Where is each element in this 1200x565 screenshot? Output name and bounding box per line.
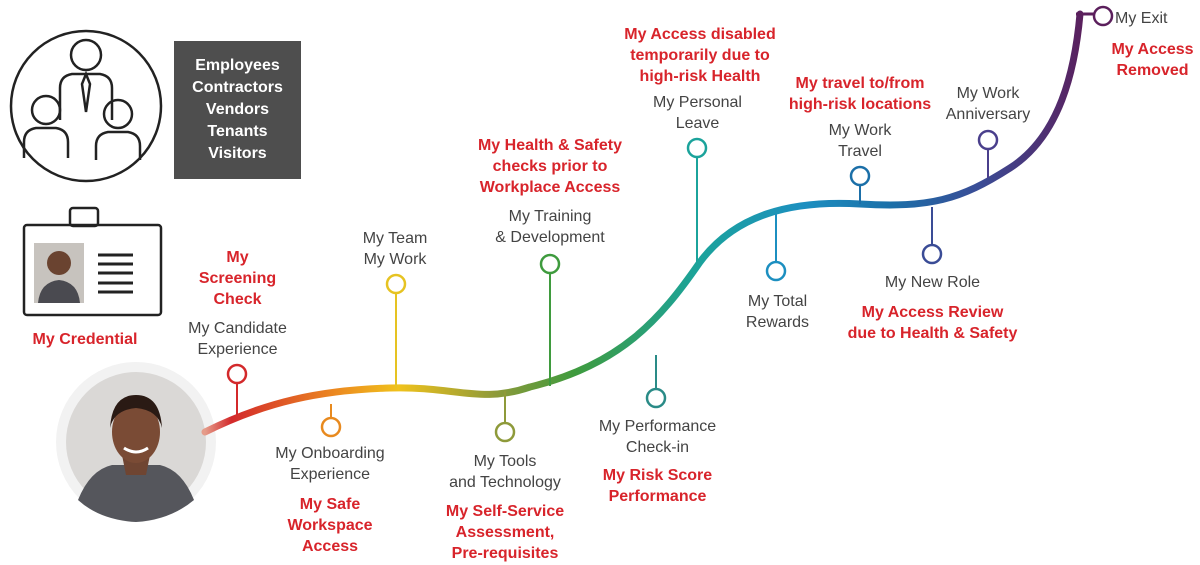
note-access-disabled: My Access disabled temporarily due to hi… xyxy=(624,26,776,85)
milestone-node xyxy=(977,129,999,151)
person-portrait-avatar xyxy=(56,362,216,522)
label-total-rewards: My Total Rewards xyxy=(745,293,810,331)
milestone-node xyxy=(921,243,943,265)
label-exit: My Exit xyxy=(1115,10,1168,27)
milestone-node xyxy=(320,416,342,438)
label-candidate-experience: My Candidate Experience xyxy=(188,320,287,358)
milestone-node xyxy=(539,253,561,275)
credential-label: My Credential xyxy=(32,331,138,348)
milestone-node xyxy=(385,273,407,295)
role-tenants: Tenants xyxy=(207,123,268,140)
note-access-review: My Access Review due to Health & Safety xyxy=(847,304,1018,342)
role-employees: Employees xyxy=(195,57,280,74)
label-training-development: My Training & Development xyxy=(495,208,605,246)
milestone-node xyxy=(494,421,516,443)
label-new-role: My New Role xyxy=(884,274,981,291)
milestone-node xyxy=(765,260,787,282)
milestone-node xyxy=(645,387,667,409)
role-visitors: Visitors xyxy=(208,145,267,162)
journey-path xyxy=(201,10,1084,436)
note-safe-workspace: My Safe Workspace Access xyxy=(287,496,373,555)
note-screening-check: My Screening Check xyxy=(198,249,277,308)
roles-box: Employees Contractors Vendors Tenants Vi… xyxy=(174,41,301,179)
milestone-node xyxy=(849,165,871,187)
label-performance-checkin: My Performance Check-in xyxy=(598,418,717,456)
label-tools-technology: My Tools and Technology xyxy=(449,453,561,491)
milestone-node xyxy=(686,137,708,159)
milestone-nodes xyxy=(226,5,1114,443)
label-team-work: My Team My Work xyxy=(362,230,428,268)
note-risk-score: My Risk Score Performance xyxy=(602,467,713,505)
note-access-removed: My Access Removed xyxy=(1111,41,1194,79)
label-work-travel: My Work Travel xyxy=(828,122,892,160)
credential-badge-icon xyxy=(22,206,163,317)
role-contractors: Contractors xyxy=(192,79,283,96)
role-vendors: Vendors xyxy=(205,101,270,118)
milestone-node xyxy=(226,363,248,385)
milestone-node xyxy=(1092,5,1114,27)
note-health-safety-checks: My Health & Safety checks prior to Workp… xyxy=(477,137,623,196)
label-onboarding-experience: My Onboarding Experience xyxy=(275,445,385,483)
note-self-service: My Self-Service Assessment, Pre-requisit… xyxy=(445,503,565,562)
people-group-icon xyxy=(9,29,163,183)
label-personal-leave: My Personal Leave xyxy=(653,94,742,132)
note-travel-locations: My travel to/from high-risk locations xyxy=(788,75,932,113)
label-work-anniversary: My Work Anniversary xyxy=(945,85,1031,123)
